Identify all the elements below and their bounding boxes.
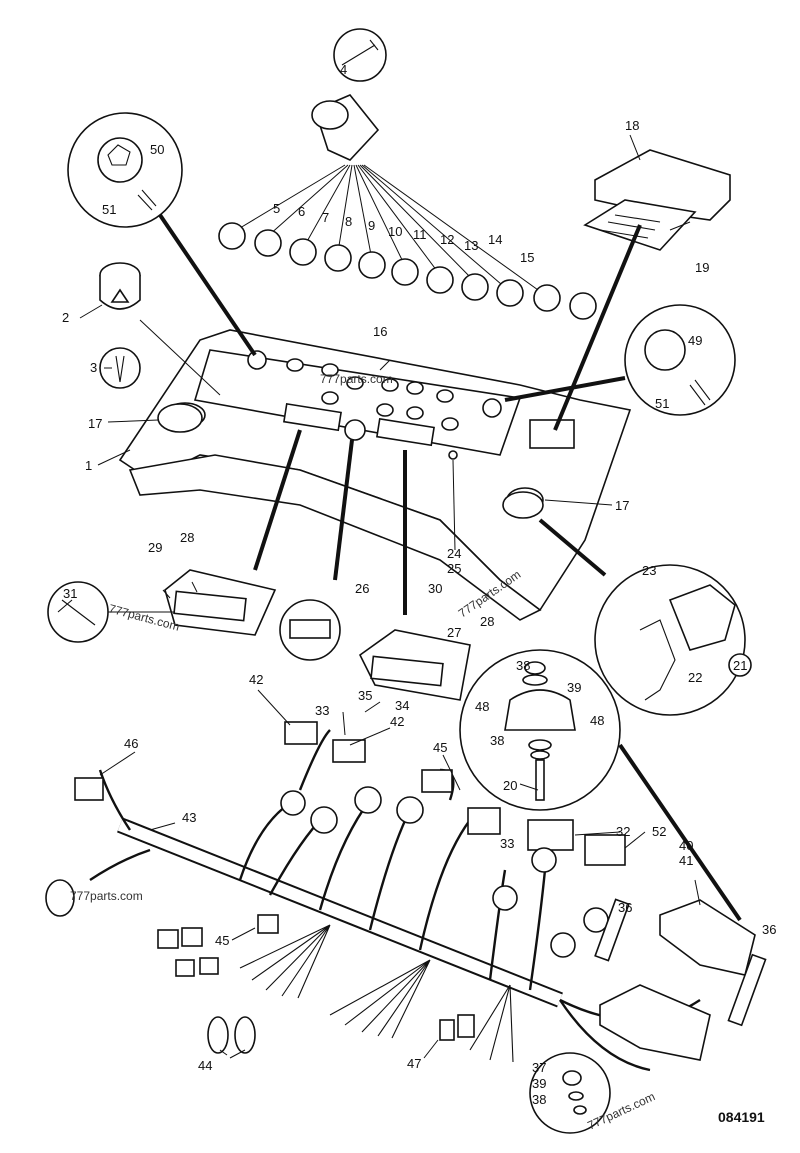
label-36-left: 36 [618,900,632,915]
label-13: 13 [464,238,478,253]
label-29: 29 [148,540,162,555]
fan-lines [239,164,546,296]
switch-lenses [218,222,597,320]
label-38-mid: 38 [490,733,504,748]
label-38-top: 38 [516,658,530,673]
label-16: 16 [373,324,387,339]
label-14: 14 [488,232,502,247]
label-34: 34 [395,698,409,713]
label-10: 10 [388,224,402,239]
label-42-left: 42 [249,672,263,687]
label-28-right: 28 [480,614,494,629]
label-11: 11 [413,227,427,242]
label-30: 30 [428,581,442,596]
label-18: 18 [625,118,639,133]
label-21-circle [728,653,752,677]
label-3: 3 [90,360,97,375]
label-25: 25 [447,561,461,576]
terminal-leads [239,924,514,1063]
switch-holes [286,358,459,431]
label-42-right: 42 [390,714,404,729]
decal-panel [553,149,731,431]
label-33-top: 33 [315,703,329,718]
leader-lines [79,134,701,1059]
label-36-right: 36 [762,922,776,937]
gauges [157,403,544,519]
label-51-left: 51 [102,202,116,217]
label-45-top: 45 [433,740,447,755]
label-17-right: 17 [615,498,629,513]
label-19: 19 [695,260,709,275]
label-43: 43 [182,810,196,825]
drawing-number: 084191 [718,1109,765,1125]
label-9: 9 [368,218,375,233]
label-24: 24 [447,546,461,561]
label-39-top: 39 [567,680,581,695]
label-32: 32 [616,824,630,839]
detail-circle-ignition-right [504,304,736,416]
part-labels: 1 2 3 4 5 6 7 8 9 10 11 12 13 14 15 16 1… [62,62,776,1107]
label-26: 26 [355,581,369,596]
connectors [45,721,626,1054]
label-28-left: 28 [180,530,194,545]
label-38-bottom: 38 [532,1092,546,1107]
label-41: 41 [679,853,693,868]
label-37: 37 [532,1060,546,1075]
label-48-left: 48 [475,699,489,714]
label-20: 20 [503,778,517,793]
meters-and-bezels [164,429,471,701]
label-2: 2 [62,310,69,325]
label-7: 7 [322,210,329,225]
label-23: 23 [642,563,656,578]
label-51-right: 51 [655,396,669,411]
bulb-holders [280,786,609,958]
label-27: 27 [447,625,461,640]
label-45-bottom: 45 [215,933,229,948]
label-4: 4 [340,62,347,77]
dashboard-panel [118,329,632,621]
label-50: 50 [150,142,164,157]
label-12: 12 [440,232,454,247]
label-52: 52 [652,824,666,839]
label-46: 46 [124,736,138,751]
fuse-boxes [594,898,767,1061]
label-31: 31 [63,586,77,601]
label-1: 1 [85,458,92,473]
label-22: 22 [688,670,702,685]
label-21: 21 [733,658,747,673]
watermark: 777parts.com [320,372,393,386]
label-5: 5 [273,201,280,216]
label-40: 40 [679,838,693,853]
label-33-mid: 33 [500,836,514,851]
label-17-left: 17 [88,416,102,431]
detail-circle-clamp [459,649,742,922]
label-35: 35 [358,688,372,703]
detail-circle-key-switch [538,518,746,716]
label-44: 44 [198,1058,212,1073]
label-47: 47 [407,1056,421,1071]
label-39-bottom: 39 [532,1076,546,1091]
rocker-switch [311,28,387,161]
detail-circle-screw [529,1052,611,1134]
watermark: 777parts.com [70,889,143,903]
hazard-switch [99,262,221,396]
label-15: 15 [520,250,534,265]
label-49: 49 [688,333,702,348]
label-6: 6 [298,204,305,219]
detail-circle-ignition-top-left [67,112,257,357]
screw-detail [47,581,175,643]
label-8: 8 [345,214,352,229]
label-48-right: 48 [590,713,604,728]
